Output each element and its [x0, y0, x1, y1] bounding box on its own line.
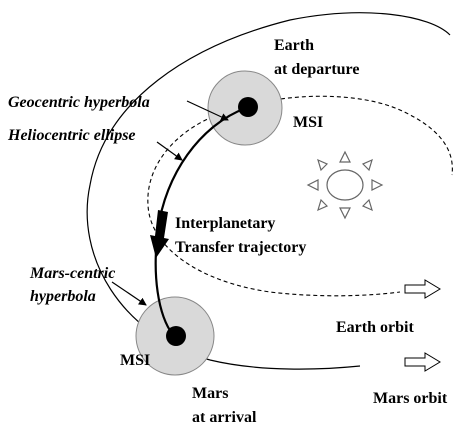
- mars-orbit-label: Mars orbit: [373, 390, 448, 407]
- mars-orbit-lower-path: [209, 359, 361, 370]
- marscentric-label-line1: Mars-centric: [29, 265, 115, 282]
- earth-orbit-lower-path: [147, 107, 401, 297]
- marscentric-label-line2: hyperbola: [30, 288, 96, 305]
- mars-label-line2: at arrival: [192, 409, 257, 426]
- earth-orbit-path: [239, 95, 453, 176]
- interplanetary-label-line1: Interplanetary: [175, 215, 275, 232]
- mars-orbit-path: [86, 12, 451, 361]
- mars-msi-label: MSI: [120, 352, 150, 369]
- interplanetary-label-line2: Transfer trajectory: [175, 239, 306, 256]
- geocentric-hyperbola-label: Geocentric hyperbola: [8, 94, 150, 111]
- earth-orbit-arrow: [404, 279, 441, 299]
- geocentric-pointer: [186, 100, 229, 121]
- heliocentric-ellipse-label: Heliocentric ellipse: [7, 127, 136, 144]
- earth-label-line1: Earth: [274, 37, 314, 54]
- earth-orbit-label: Earth orbit: [336, 319, 414, 336]
- earth-planet-icon: [238, 97, 258, 117]
- marscentric-pointer: [111, 281, 147, 306]
- sun-icon: [306, 150, 384, 220]
- heliocentric-pointer: [156, 141, 183, 161]
- earth-msi-label: MSI: [293, 114, 323, 131]
- earth-label-line2: at departure: [274, 61, 359, 78]
- mars-label-line1: Mars: [192, 385, 228, 402]
- mars-orbit-arrow: [404, 352, 441, 372]
- trajectory-direction-arrow: [150, 210, 169, 258]
